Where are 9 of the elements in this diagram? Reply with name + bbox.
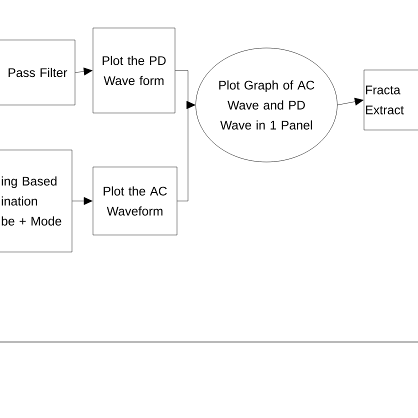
process-box: Plot the PD Wave form [92, 28, 176, 114]
process-box: Fracta Extract [364, 70, 418, 130]
process-box: Plot the AC Waveform [92, 166, 178, 236]
process-box: ing Based ination be + Mode [0, 150, 72, 252]
arrow [72, 197, 92, 205]
arrow [177, 101, 196, 202]
arrow [75, 68, 93, 76]
process-box: Pass Filter [0, 40, 76, 106]
arrow [337, 98, 364, 106]
